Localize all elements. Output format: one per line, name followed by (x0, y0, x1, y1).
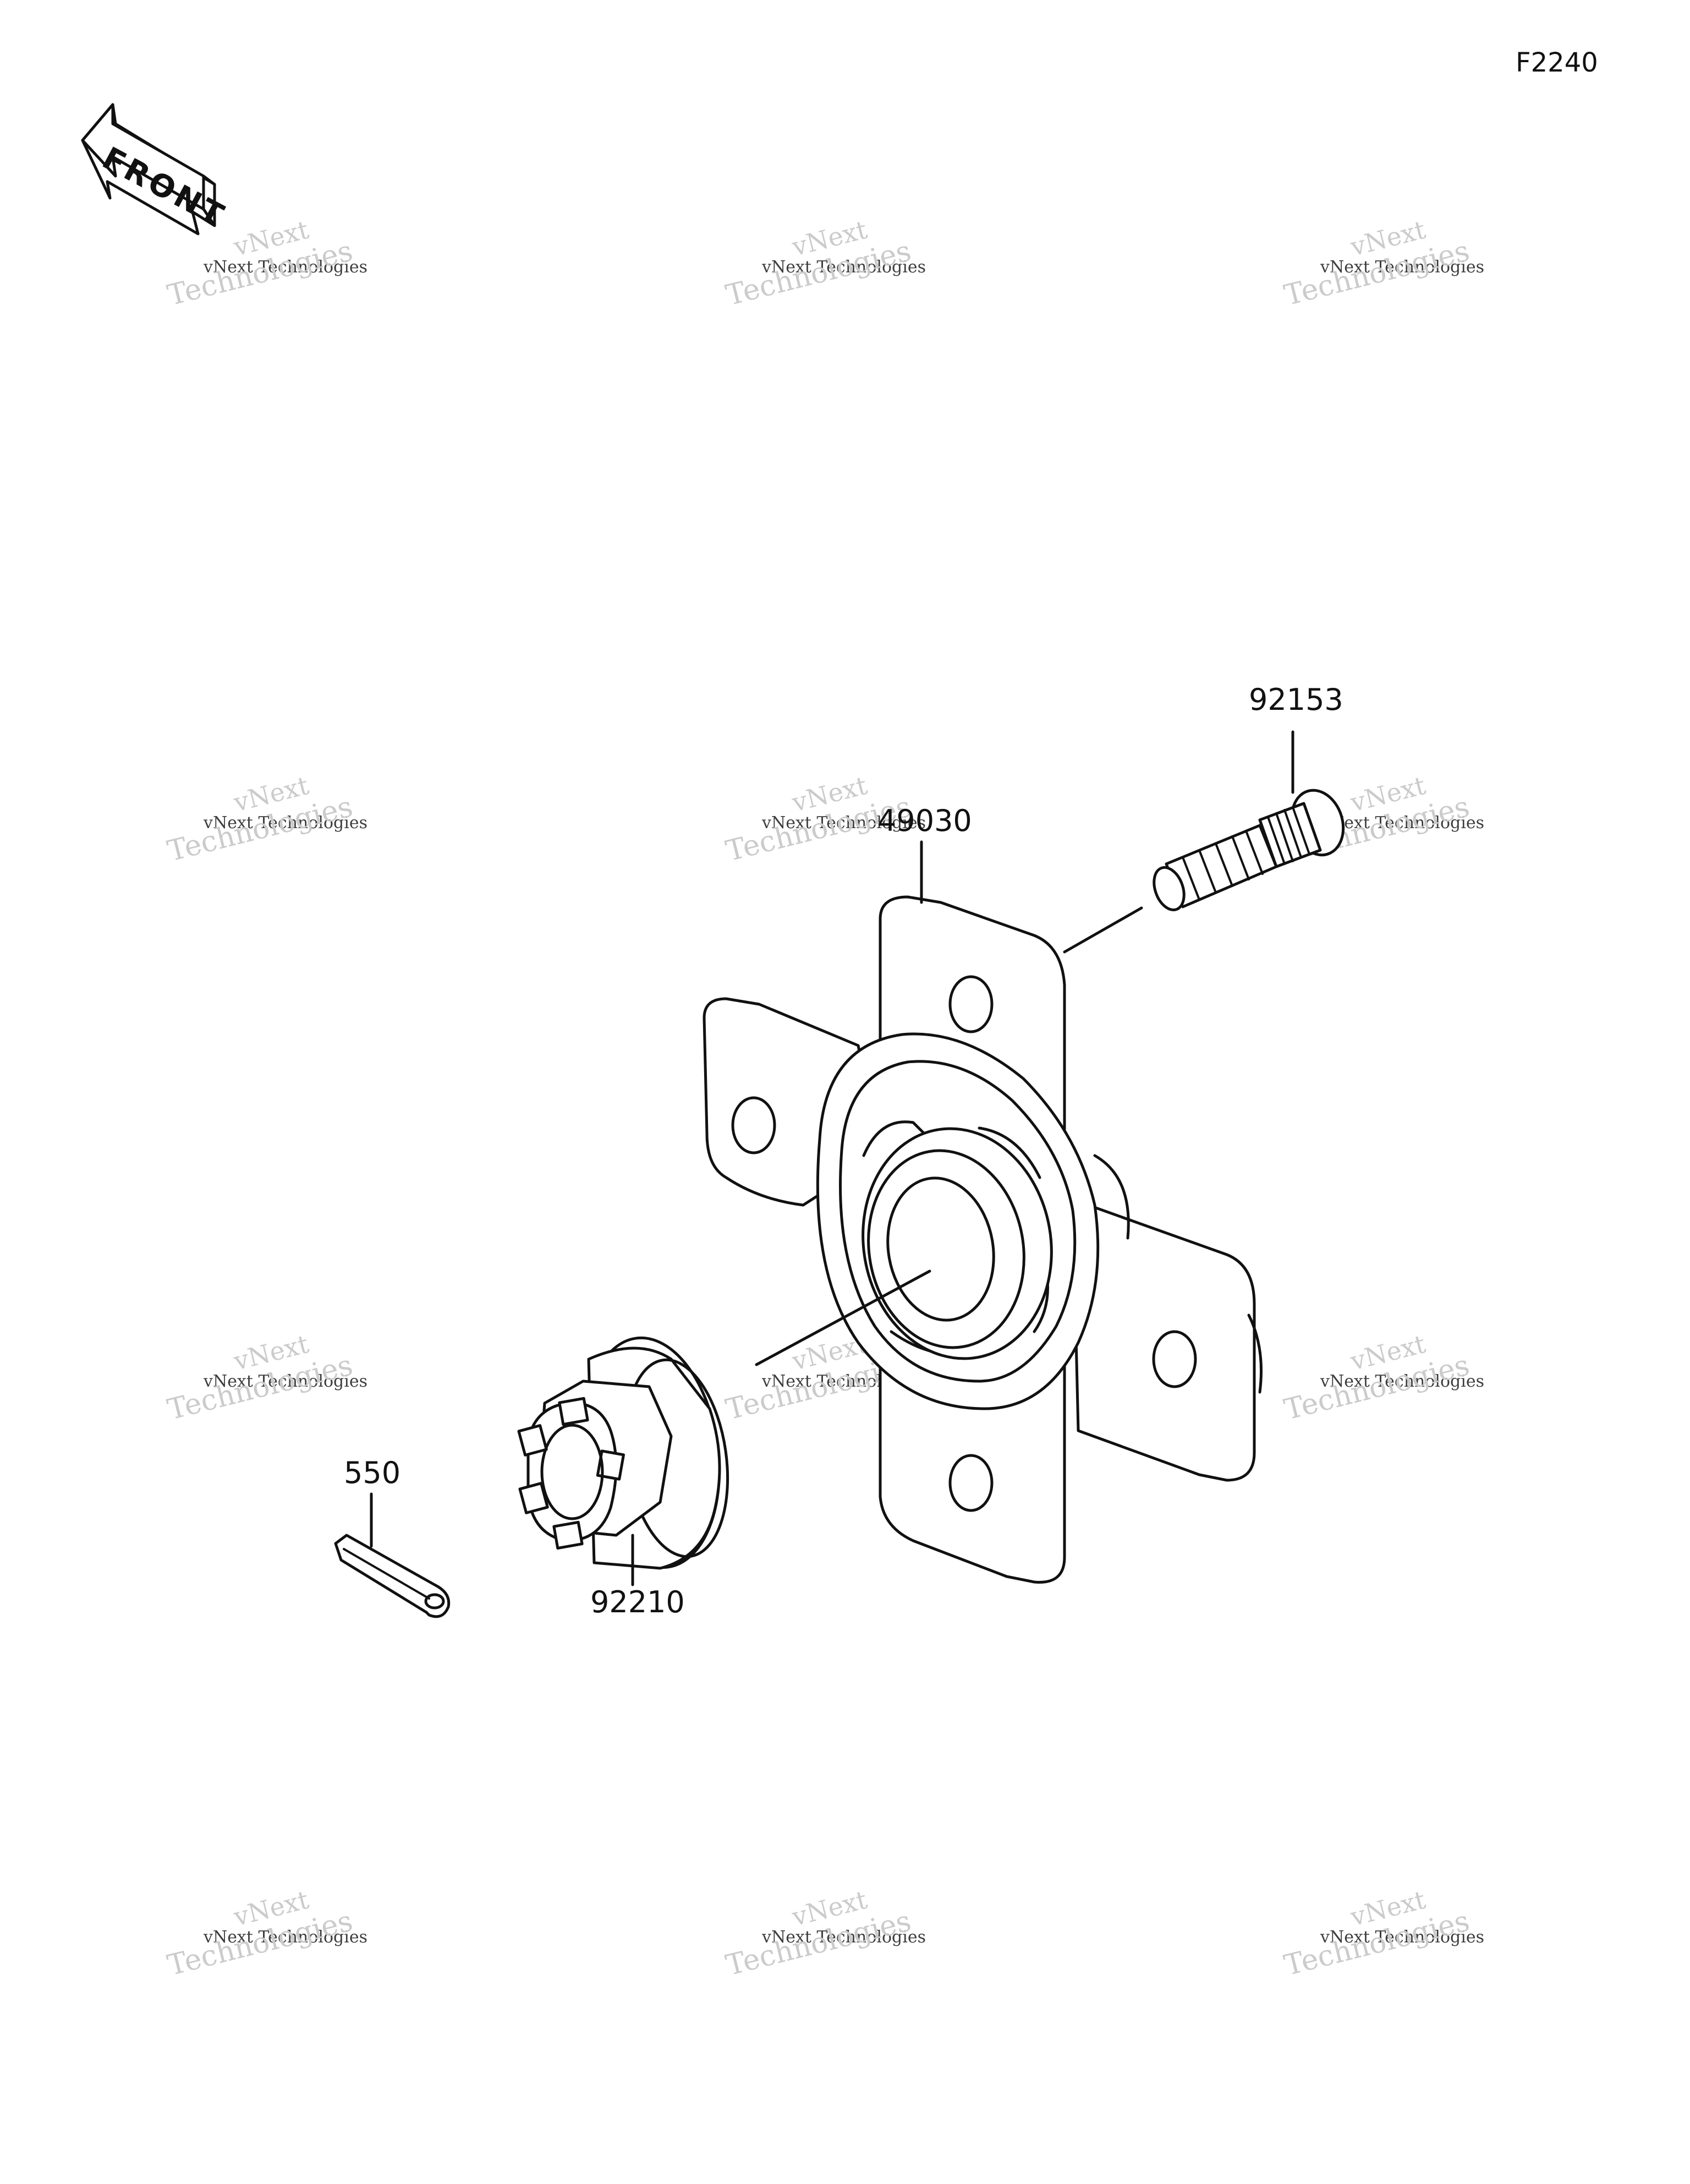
wheel-hub-icon (703, 895, 1263, 1584)
svg-text:vNext Technologies: vNext Technologies (203, 813, 367, 833)
svg-text:vNext Technologies: vNext Technologies (203, 258, 367, 277)
watermark: vNext Technologies vNext Technologies (1281, 1329, 1484, 1427)
svg-text:vNext Technologies: vNext Technologies (203, 1928, 367, 1947)
watermark: vNext Technologies vNext Technologies (1281, 1885, 1484, 1983)
svg-text:vNext Technologies: vNext Technologies (1320, 813, 1484, 833)
front-direction-arrow-icon: FRONT (81, 103, 232, 236)
svg-text:vNext Technologies: vNext Technologies (761, 1928, 926, 1947)
page-code: F2240 (1516, 47, 1598, 78)
svg-text:vNext Technologies: vNext Technologies (1320, 258, 1484, 277)
watermark: vNext Technologies vNext Technologies (723, 1885, 926, 1983)
part-label-92153: 92153 (1249, 682, 1343, 717)
wheel-stud-icon (1153, 789, 1345, 912)
watermark: vNext Technologies vNext Technologies (164, 770, 367, 868)
svg-text:vNext Technologies: vNext Technologies (203, 1372, 367, 1391)
part-label-550: 550 (344, 1455, 400, 1490)
castle-nut-icon (517, 1336, 729, 1570)
watermark: vNext Technologies vNext Technologies (164, 1329, 367, 1427)
svg-text:vNext Technologies: vNext Technologies (761, 258, 926, 277)
cotter-pin-icon (334, 1534, 451, 1618)
watermark: vNext Technologies vNext Technologies (164, 1885, 367, 1983)
svg-text:vNext Technologies: vNext Technologies (761, 813, 926, 833)
leader-49030-bore (755, 1269, 931, 1366)
watermark: vNext Technologies vNext Technologies (723, 215, 926, 313)
part-label-92210: 92210 (590, 1585, 685, 1619)
watermark: vNext Technologies vNext Technologies (164, 215, 367, 313)
svg-text:vNext Technologies: vNext Technologies (1320, 1372, 1484, 1391)
part-label-49030: 49030 (877, 803, 972, 838)
leader-92153-tip (1063, 906, 1143, 954)
watermark: vNext Technologies vNext Technologies (1281, 215, 1484, 313)
svg-text:vNext Technologies: vNext Technologies (1320, 1928, 1484, 1947)
